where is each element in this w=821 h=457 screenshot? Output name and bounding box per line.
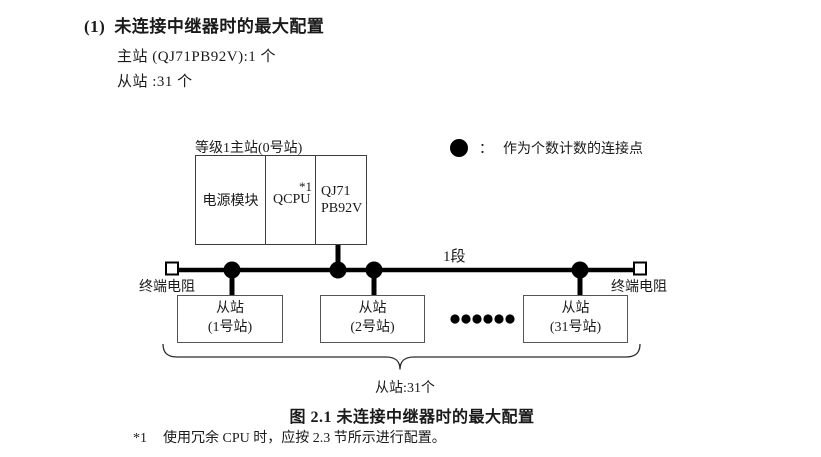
master-count-line: 主站 (QJ71PB92V):1 个 [117, 49, 277, 65]
terminator-right-label: 终端电阻 [611, 280, 667, 295]
slave-station-31-box: 从站 (31号站) [523, 295, 628, 343]
pb92v-text-line1: QJ71 [321, 183, 351, 199]
connection-dot-master [329, 261, 347, 279]
pb92v-module-cell: QJ71 PB92V [316, 156, 364, 244]
master-station-label: 等级1主站(0号站) [195, 141, 303, 156]
slaves-total-label: 从站:31个 [375, 381, 435, 396]
slave-station-number: (1号站) [207, 320, 253, 335]
slave-station-2-box: 从站 (2号站) [320, 295, 425, 343]
section-title: (1) 未连接中继器时的最大配置 [84, 12, 324, 37]
terminator-left-label: 终端电阻 [139, 280, 195, 295]
slave-name: 从站 [358, 301, 387, 317]
slave-name: 从站 [561, 301, 590, 317]
slave-station-1-box: 从站 (1号站) [177, 295, 283, 343]
footnote: *1 使用冗余 CPU 时，应按 2.3 节所示进行配置。 [133, 427, 446, 447]
slave-count-line: 从站 :31 个 [117, 74, 193, 90]
power-module-text: 电源模块 [202, 194, 259, 209]
pb92v-text-line2: PB92V [321, 201, 363, 216]
connection-dot-slave1 [223, 261, 241, 279]
slave-station-number: (2号站) [350, 320, 395, 335]
footnote-text: 使用冗余 CPU 时，应按 2.3 节所示进行配置。 [163, 431, 446, 446]
cpu-module-cell: *1 QCPU [266, 156, 316, 244]
legend: ： 作为个数计数的连接点 [450, 138, 643, 158]
footnote-marker: *1 [133, 431, 147, 446]
terminator-left-square [165, 261, 179, 276]
segment-label: 1段 [443, 249, 466, 265]
ellipsis-dots [450, 314, 515, 324]
slave-station-number: (31号站) [549, 320, 602, 335]
legend-colon: ： [479, 142, 493, 157]
connection-dot-slave31 [571, 261, 589, 279]
master-station-box: 电源模块 *1 QCPU QJ71 PB92V [195, 155, 367, 245]
connection-dot-slave2 [365, 261, 383, 279]
connection-point-dot-icon [450, 139, 468, 157]
legend-text: 作为个数计数的连接点 [503, 142, 643, 157]
figure-caption: 图 2.1 未连接中继器时的最大配置 [289, 409, 535, 426]
terminator-right-square [633, 261, 647, 276]
section-title-text: 未连接中继器时的最大配置 [114, 17, 325, 36]
section-number: (1) [84, 17, 106, 36]
slave-name: 从站 [216, 301, 244, 317]
cpu-module-text: QCPU [273, 192, 311, 207]
slaves-brace [162, 343, 641, 370]
power-module-cell: 电源模块 [196, 156, 266, 244]
cpu-footnote-ref: *1 [299, 179, 312, 194]
